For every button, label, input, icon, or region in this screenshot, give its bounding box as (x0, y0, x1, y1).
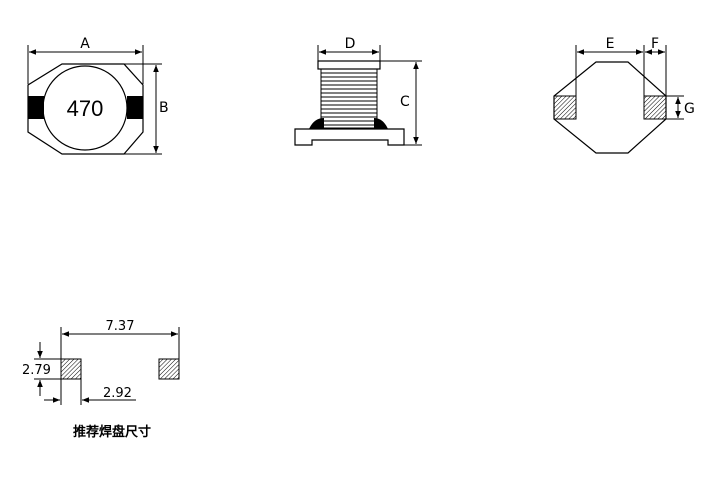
label-d: D (345, 36, 356, 52)
left-pad-bottom (553, 95, 577, 120)
side-view-base (294, 128, 405, 146)
coil-body (320, 68, 378, 129)
right-terminal (127, 96, 143, 119)
winding-top-circle (42, 65, 128, 151)
bottom-view: E F G (553, 36, 695, 154)
label-b: B (159, 100, 169, 116)
label-f: F (651, 36, 659, 52)
left-terminal (28, 96, 44, 119)
dim-pad-width: 2.92 (103, 386, 132, 401)
label-e: E (606, 36, 615, 52)
label-g: G (684, 101, 695, 117)
left-solder-fillet (309, 118, 324, 129)
side-view: D C (294, 36, 422, 146)
coil-windings (321, 72, 377, 126)
land-pattern: 7.37 2.79 2.92 推荐焊盘尺寸 (22, 319, 180, 440)
dim-pad-height: 2.79 (22, 363, 51, 378)
label-a: A (80, 36, 90, 52)
top-view: 470 A B (27, 36, 169, 155)
label-c: C (400, 94, 410, 110)
land-pad-right (158, 358, 180, 380)
land-pattern-caption: 推荐焊盘尺寸 (73, 424, 151, 440)
right-solder-fillet (374, 118, 388, 129)
land-pad-left (60, 358, 82, 380)
part-marking: 470 (67, 96, 104, 121)
right-pad-bottom (643, 95, 667, 120)
top-flange (317, 60, 381, 70)
dim-total-width: 7.37 (106, 319, 135, 334)
